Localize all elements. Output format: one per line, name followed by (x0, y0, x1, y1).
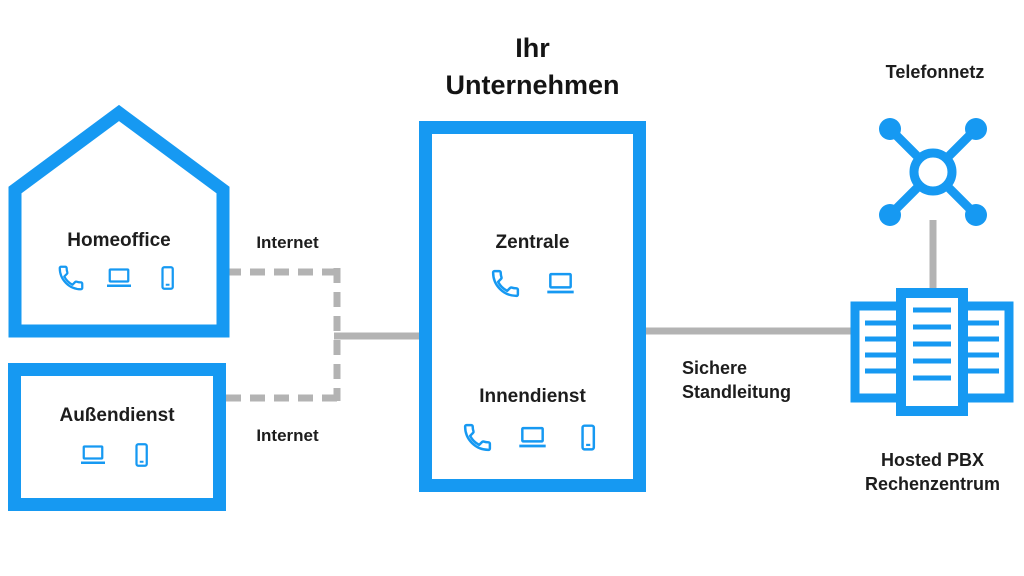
laptop-icon (104, 263, 134, 293)
laptop-icon (78, 440, 108, 470)
company-box: Zentrale Innendienst (419, 121, 646, 492)
standleitung-label-line1: Sichere (682, 358, 748, 378)
aussendienst-box: Außendienst (8, 363, 226, 511)
mobile-icon (126, 440, 156, 470)
telefonnetz-label: Telefonnetz (885, 62, 985, 82)
zentrale-icons (489, 267, 577, 300)
internet-label-top: Internet (256, 233, 319, 252)
innendienst-group: Innendienst (432, 386, 633, 454)
company-title: Ihr Unternehmen (419, 30, 646, 104)
server-rack-icon (850, 288, 1014, 416)
standleitung-label-line2: Standleitung (682, 382, 791, 402)
phone-icon (461, 421, 494, 454)
mobile-icon (571, 421, 604, 454)
phone-icon (489, 267, 522, 300)
homeoffice-house-shape (8, 104, 230, 338)
network-hub-icon (879, 118, 987, 226)
homeoffice-icons (8, 263, 230, 293)
standleitung-label: Sichere Standleitung (682, 356, 791, 404)
laptop-icon (544, 267, 577, 300)
internet-label-bottom: Internet (256, 426, 319, 445)
hosted-pbx-label: Hosted PBX Rechenzentrum (845, 448, 1020, 496)
mobile-icon (152, 263, 182, 293)
phone-icon (56, 263, 86, 293)
aussendienst-label: Außendienst (59, 404, 175, 426)
innendienst-label: Innendienst (479, 386, 586, 407)
hosted-pbx-label-line2: Rechenzentrum (864, 474, 1001, 494)
zentrale-label: Zentrale (495, 232, 570, 253)
company-title-line1: Ihr (515, 33, 550, 63)
zentrale-group: Zentrale (432, 232, 633, 300)
company-title-line2: Unternehmen (445, 70, 620, 100)
laptop-icon (516, 421, 549, 454)
innendienst-icons (461, 421, 604, 454)
aussendienst-icons (78, 440, 156, 470)
homeoffice-label: Homeoffice (67, 230, 171, 251)
hosted-pbx-label-line1: Hosted PBX (880, 450, 985, 470)
